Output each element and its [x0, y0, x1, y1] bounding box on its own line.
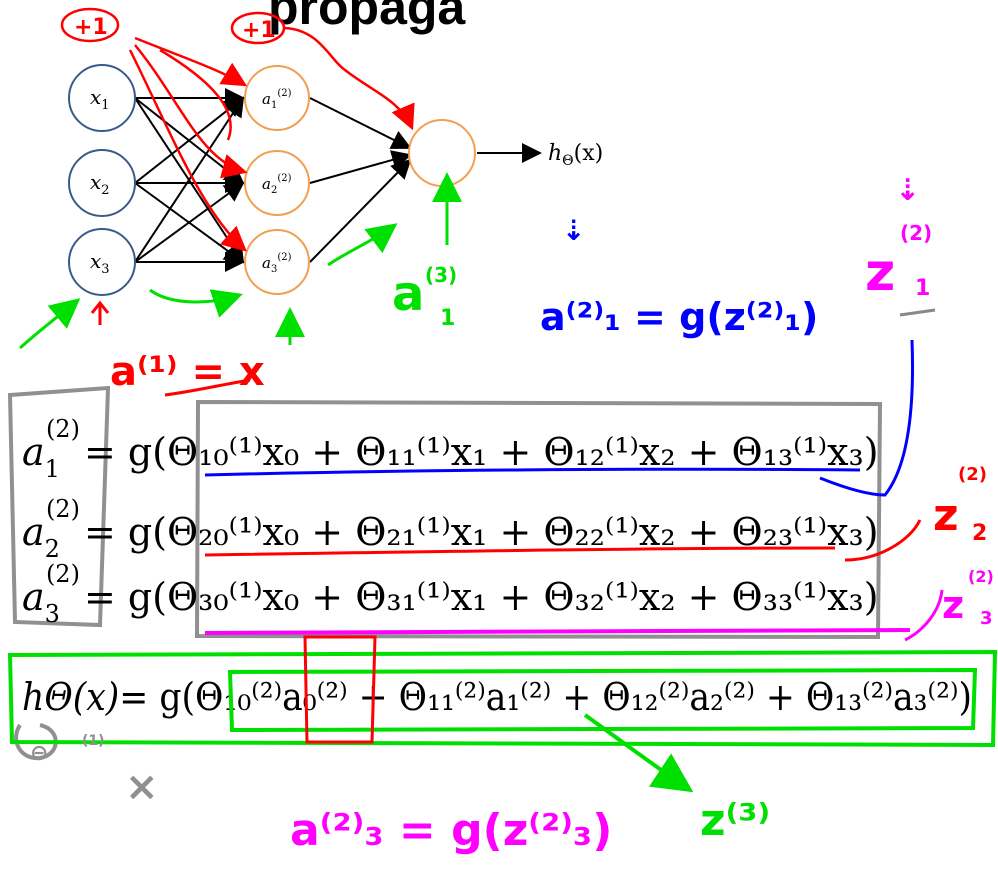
svg-text:a2(2): a2(2): [262, 173, 292, 196]
green-annotations: [18, 172, 462, 350]
input-node-x3: [68, 228, 136, 296]
svg-text:x2: x2: [90, 170, 110, 198]
svg-text:x3: x3: [90, 249, 110, 277]
output-label: hΘ(x): [548, 141, 603, 169]
svg-text:a⁽²⁾₃ = g(z⁽²⁾₃): a⁽²⁾₃ = g(z⁽²⁾₃): [290, 805, 612, 856]
hidden-to-output-edges: [309, 97, 542, 263]
svg-text:x1: x1: [90, 85, 110, 113]
hidden-node-a3: [244, 229, 310, 295]
svg-text:(2): (2): [968, 567, 994, 586]
svg-text:+1: +1: [74, 15, 108, 40]
svg-text:(2): (2): [958, 464, 987, 485]
hidden-node-a2: [244, 150, 310, 216]
svg-text:z: z: [933, 490, 959, 541]
green-boxes: [7, 649, 998, 793]
equations: a1(2)= g(Θ₁₀⁽¹⁾x₀ + Θ₁₁⁽¹⁾x₁ + Θ₁₂⁽¹⁾x₂ …: [22, 415, 972, 719]
svg-text:⇣: ⇣: [562, 214, 585, 247]
bias-annotations: [60, 7, 415, 252]
svg-text:1: 1: [440, 306, 455, 331]
svg-text:hΘ(x)= g(Θ₁₀⁽²⁾a₀⁽²⁾ + Θ₁₁⁽²⁾a: hΘ(x)= g(Θ₁₀⁽²⁾a₀⁽²⁾ + Θ₁₁⁽²⁾a₁⁽²⁾ + Θ₁₂…: [22, 675, 972, 719]
svg-text:1: 1: [915, 276, 930, 301]
svg-text:⊖: ⊖: [30, 741, 48, 766]
svg-text:3: 3: [980, 608, 993, 629]
svg-text:z⁽³⁾: z⁽³⁾: [700, 795, 770, 846]
input-node-x1: [68, 64, 136, 132]
output-node: [408, 119, 476, 187]
magenta-underline: [204, 628, 911, 635]
svg-text:(2): (2): [900, 221, 932, 245]
svg-text:(3): (3): [425, 263, 457, 287]
hidden-node-a1: [244, 65, 310, 131]
gray-boxes: [7, 385, 883, 761]
red-a0-box: [303, 635, 377, 744]
red-underline: [204, 546, 836, 557]
svg-text:2: 2: [972, 521, 987, 546]
input-to-hidden-edges: [134, 88, 245, 272]
svg-text:a2(2)= g(Θ₂₀⁽¹⁾x₀ + Θ₂₁⁽¹⁾x₁ +: a2(2)= g(Θ₂₀⁽¹⁾x₀ + Θ₂₁⁽¹⁾x₁ + Θ₂₂⁽¹⁾x₂ …: [22, 495, 879, 563]
svg-text:a1(2): a1(2): [262, 88, 292, 111]
svg-text:a: a: [392, 266, 424, 322]
svg-text:z: z: [865, 243, 895, 303]
svg-text:+1: +1: [242, 18, 276, 43]
input-node-x2: [68, 149, 136, 217]
svg-text:(1): (1): [82, 733, 105, 749]
svg-text:a3(2): a3(2): [262, 252, 292, 275]
svg-text:a⁽¹⁾ = x: a⁽¹⁾ = x: [110, 349, 265, 395]
svg-text:a3(2)= g(Θ₃₀⁽¹⁾x₀ + Θ₃₁⁽¹⁾x₁ +: a3(2)= g(Θ₃₀⁽¹⁾x₀ + Θ₃₁⁽¹⁾x₁ + Θ₃₂⁽¹⁾x₂ …: [22, 560, 879, 628]
blue-underline: [204, 467, 861, 477]
slide-title-fragment: propaga: [268, 0, 466, 35]
svg-text:×: ×: [125, 764, 159, 810]
svg-text:z: z: [942, 583, 964, 627]
svg-text:a⁽²⁾₁ = g(z⁽²⁾₁): a⁽²⁾₁ = g(z⁽²⁾₁): [540, 295, 818, 339]
input-nodes: x1 x2 x3: [68, 64, 136, 296]
svg-text:⇣: ⇣: [895, 173, 920, 208]
svg-text:a1(2)= g(Θ₁₀⁽¹⁾x₀ + Θ₁₁⁽¹⁾x₁ +: a1(2)= g(Θ₁₀⁽¹⁾x₀ + Θ₁₁⁽¹⁾x₁ + Θ₁₂⁽¹⁾x₂ …: [22, 415, 879, 483]
hidden-nodes: a1(2) a2(2) a3(2): [244, 65, 310, 295]
